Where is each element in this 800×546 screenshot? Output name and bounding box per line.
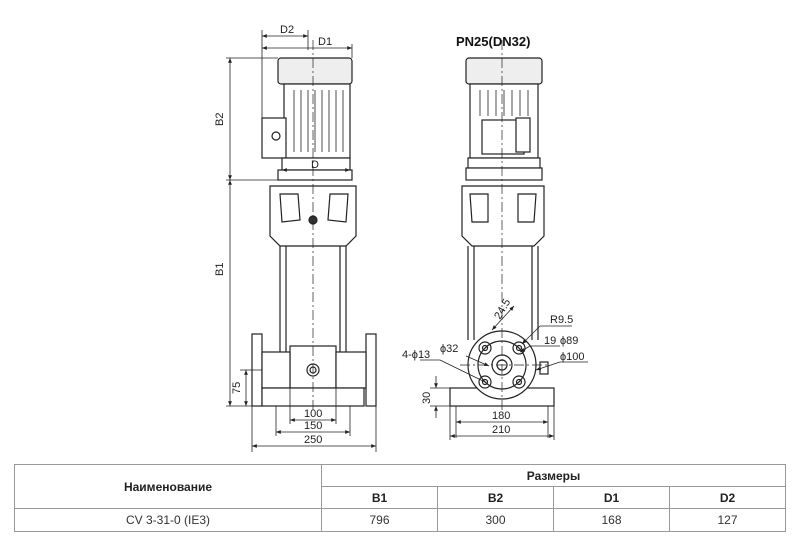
label-d100: ϕ100	[560, 351, 585, 363]
front-view	[251, 40, 377, 410]
label-d89: ϕ89	[560, 335, 578, 347]
row-name: CV 3-31-0 (IE3)	[14, 508, 322, 532]
column-header: D1	[553, 486, 670, 509]
header-sizes: Размеры	[321, 464, 786, 487]
column-header: B2	[437, 486, 554, 509]
label-d1: D1	[318, 36, 332, 48]
front-terminal-box	[261, 117, 287, 159]
label-b2: B2	[214, 113, 226, 126]
front-dimensions	[226, 30, 377, 452]
table-row: CV 3-31-0 (IE3) 796 300 168 127	[14, 508, 786, 532]
label-d: D	[311, 159, 319, 171]
column-header: D2	[669, 486, 786, 509]
label-w150: 150	[304, 420, 322, 432]
label-w180: 180	[492, 410, 510, 422]
front-dimension-labels: D2 D1 D B2 B1 75 100 150 250	[214, 24, 332, 446]
label-b1: B1	[214, 263, 226, 276]
label-bolts: 4-ϕ13	[402, 349, 430, 361]
front-motor-body	[283, 83, 351, 159]
side-view	[449, 40, 555, 410]
row-value: 796	[321, 508, 438, 532]
drawing-title: PN25(DN32)	[456, 34, 530, 49]
side-dimensions	[420, 305, 588, 440]
row-value: 168	[553, 508, 670, 532]
row-value: 300	[437, 508, 554, 532]
label-r95: R9.5	[550, 314, 573, 326]
front-motor-fan-cover	[277, 57, 353, 85]
side-motor-fan-cover	[465, 57, 543, 85]
front-motor-fins	[293, 90, 344, 152]
label-h30: 30	[421, 392, 433, 404]
row-value: 127	[669, 508, 786, 532]
label-d32: ϕ32	[440, 343, 458, 355]
label-d2: D2	[280, 24, 294, 36]
label-w250: 250	[304, 434, 322, 446]
label-h75: 75	[231, 382, 243, 394]
column-header: B1	[321, 486, 438, 509]
header-name: Наименование	[14, 464, 322, 509]
label-n19: 19	[544, 335, 556, 347]
label-w210: 210	[492, 424, 510, 436]
pump-dimension-drawing: D2 D1 D B2 B1 75 100 150 250 PN25(DN32)	[214, 24, 588, 452]
label-a24: 24.5	[492, 297, 513, 322]
dimension-table: Наименование Размеры B1 B2 D1 D2 CV 3-31…	[14, 464, 786, 532]
label-w100: 100	[304, 408, 322, 420]
front-outlet-flange	[365, 333, 377, 407]
